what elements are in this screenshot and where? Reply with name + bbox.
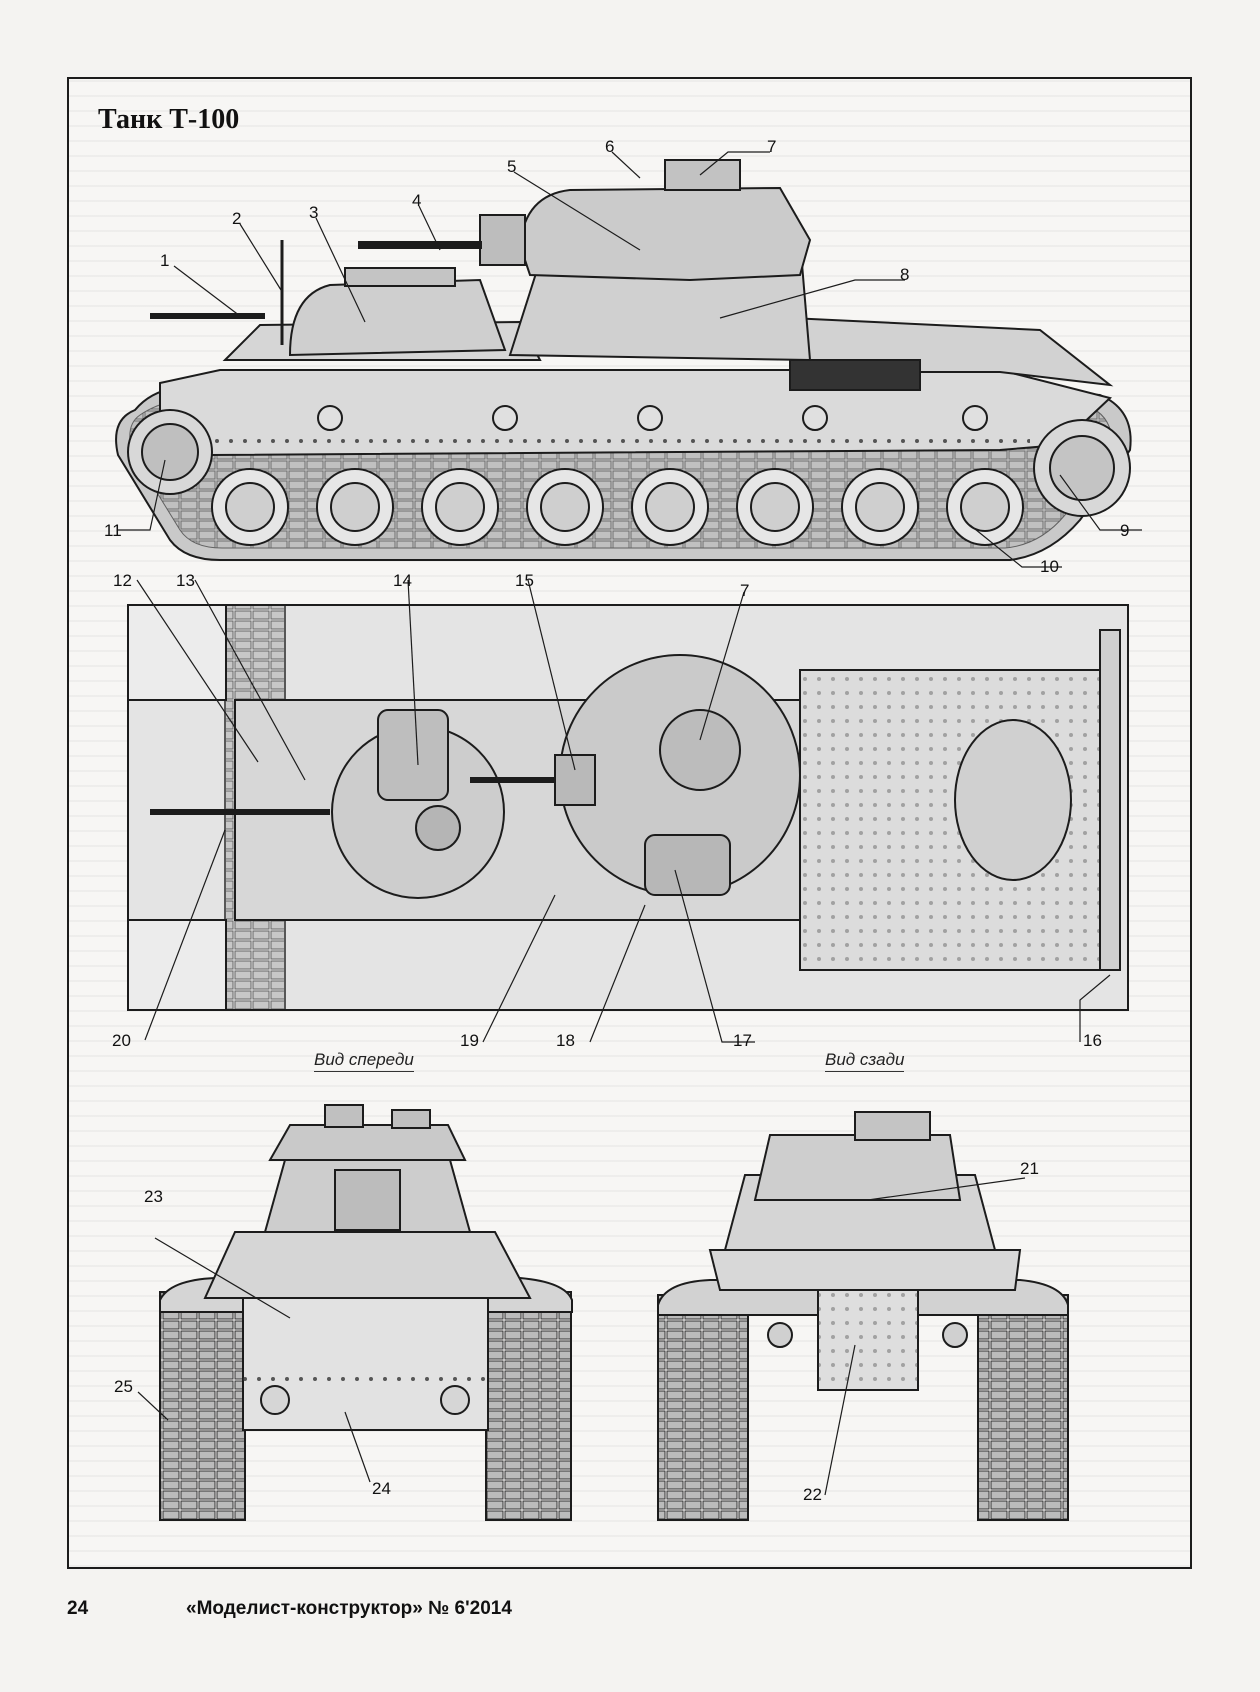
rear-main-turret bbox=[753, 1134, 962, 1201]
callout-23: 23 bbox=[144, 1187, 163, 1206]
callout-6: 6 bbox=[605, 137, 614, 156]
commander-cupola bbox=[664, 159, 741, 191]
rear-track-right bbox=[977, 1294, 1069, 1521]
front-lower-superstructure bbox=[203, 1231, 532, 1299]
callout-18: 18 bbox=[556, 1031, 575, 1050]
front-turret bbox=[288, 278, 507, 357]
callout-19: 19 bbox=[460, 1031, 479, 1050]
callout-7-top: 7 bbox=[740, 581, 749, 600]
top-view bbox=[127, 604, 1129, 1011]
callout-15: 15 bbox=[515, 571, 534, 590]
callout-10: 10 bbox=[1040, 557, 1059, 576]
callout-13: 13 bbox=[176, 571, 195, 590]
callout-25: 25 bbox=[114, 1377, 133, 1396]
callout-20: 20 bbox=[112, 1031, 131, 1050]
top-rear-plate bbox=[1099, 629, 1121, 971]
callout-11: 11 bbox=[104, 521, 122, 540]
main-turret-hatch bbox=[644, 834, 731, 896]
gun-mantlet bbox=[479, 214, 526, 266]
callout-1: 1 bbox=[160, 251, 169, 270]
front-track-left bbox=[159, 1291, 246, 1521]
top-front-fender-right bbox=[127, 919, 227, 1011]
engine-access-hatch bbox=[954, 719, 1072, 881]
callout-2: 2 bbox=[232, 209, 241, 228]
rear-view-caption: Вид сзади bbox=[825, 1050, 905, 1072]
rear-deck bbox=[708, 1249, 1022, 1291]
magazine-credit: «Моделист-конструктор» № 6'2014 bbox=[186, 1598, 512, 1619]
callout-12: 12 bbox=[113, 571, 132, 590]
callout-7-side: 7 bbox=[767, 137, 776, 156]
top-front-fender-left bbox=[127, 604, 227, 701]
road-wheels bbox=[211, 468, 1024, 546]
exhaust-louver bbox=[789, 359, 921, 391]
callout-16: 16 bbox=[1083, 1031, 1102, 1050]
side-view bbox=[115, 159, 1132, 561]
drawing-title: Танк Т-100 bbox=[98, 104, 240, 135]
front-view-caption: Вид спереди bbox=[314, 1050, 414, 1072]
return-rollers bbox=[317, 405, 988, 431]
front-view bbox=[159, 1104, 573, 1521]
callout-24: 24 bbox=[372, 1479, 391, 1498]
callout-9: 9 bbox=[1120, 521, 1129, 540]
page-number: 24 bbox=[67, 1598, 89, 1619]
callout-17: 17 bbox=[733, 1031, 752, 1050]
rear-view bbox=[657, 1111, 1069, 1521]
main-turret bbox=[518, 186, 812, 282]
main-turret-cupola bbox=[659, 709, 741, 791]
callout-14: 14 bbox=[393, 571, 412, 590]
front-turret-hatch bbox=[377, 709, 449, 801]
callout-labels: 1 2 3 4 5 6 7 8 9 10 11 12 13 14 15 7 16… bbox=[104, 137, 1129, 1504]
callout-22: 22 bbox=[803, 1485, 822, 1504]
leader-lines bbox=[118, 151, 1142, 1496]
front-turret-roof bbox=[344, 267, 456, 287]
callout-21: 21 bbox=[1020, 1159, 1039, 1178]
callout-5: 5 bbox=[507, 157, 516, 176]
callout-8: 8 bbox=[900, 265, 909, 284]
callout-3: 3 bbox=[309, 203, 318, 222]
rear-track-left bbox=[657, 1294, 749, 1521]
front-track-right bbox=[485, 1291, 572, 1521]
callout-4: 4 bbox=[412, 191, 421, 210]
